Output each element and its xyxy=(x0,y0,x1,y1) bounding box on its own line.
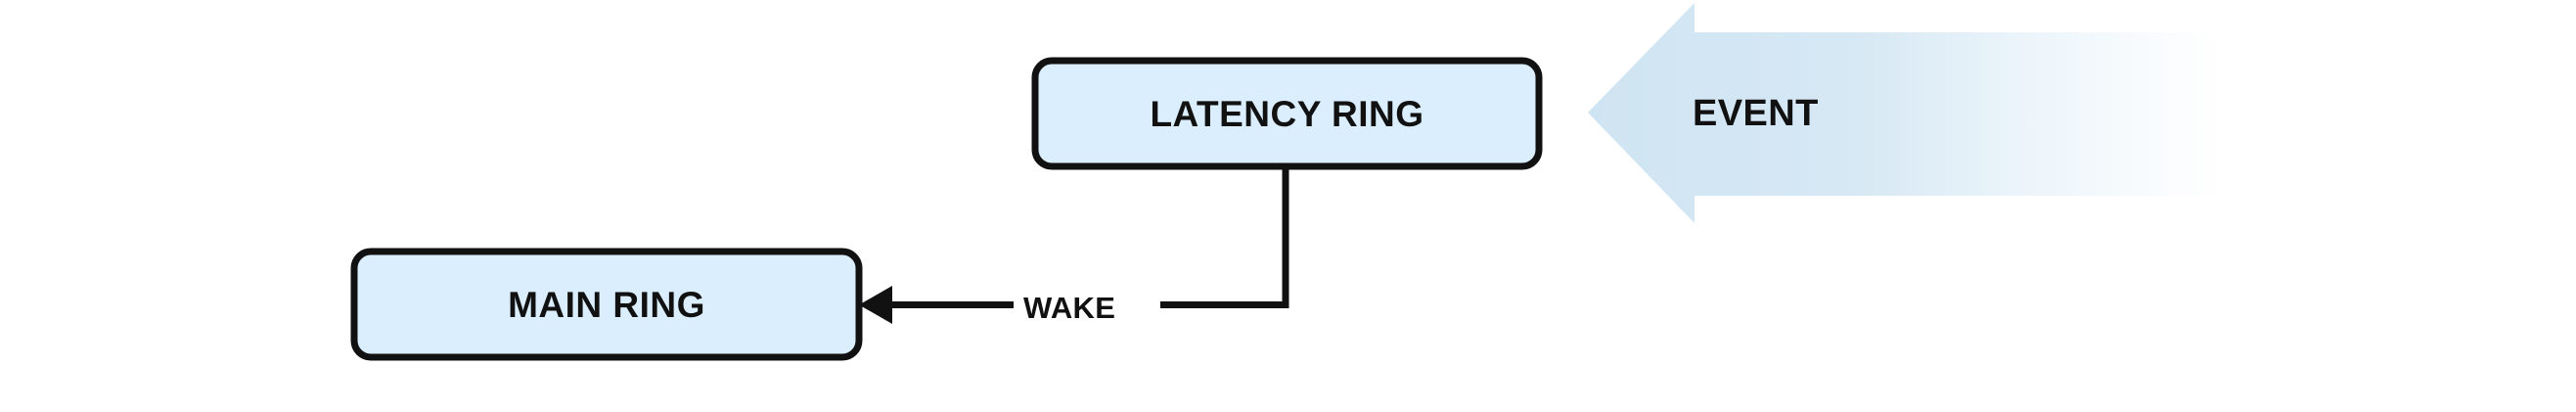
latency-ring-box[interactable] xyxy=(1031,57,1543,170)
node-latency-ring[interactable]: LATENCY RING xyxy=(1031,57,1543,170)
wake-arrowhead-icon xyxy=(859,286,892,324)
wake-connector: WAKE xyxy=(859,164,1289,328)
event-arrow-shape xyxy=(1588,3,2221,223)
event-callout-arrow: EVENT xyxy=(1588,3,2221,223)
main-ring-box[interactable] xyxy=(350,248,863,361)
node-main-ring[interactable]: MAIN RING xyxy=(350,248,863,361)
main-ring-label: MAIN RING xyxy=(508,285,705,325)
latency-ring-label: LATENCY RING xyxy=(1150,94,1424,134)
event-arrow-label: EVENT xyxy=(1693,93,1819,134)
wake-edge-label: WAKE xyxy=(1023,291,1115,325)
wake-label-backdrop xyxy=(1014,282,1160,328)
